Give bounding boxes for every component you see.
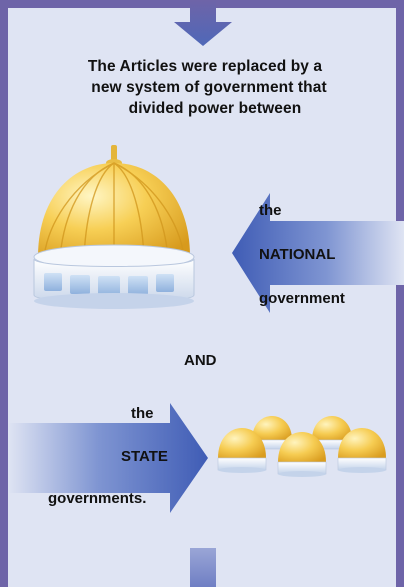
top-down-arrow [174, 0, 232, 46]
top-arrow-shape [174, 0, 232, 46]
state-arrow [8, 403, 208, 513]
state-name-label: STATE [121, 448, 168, 465]
state-governments-label: governments. [48, 490, 147, 507]
national-government-label: government [259, 290, 345, 307]
and-connector: AND [184, 352, 217, 369]
small-dome-front-right [337, 428, 387, 473]
intro-line-2: new system of government that [91, 79, 327, 96]
national-the-label: the [259, 202, 282, 219]
intro-line-1: The Articles were replaced by a [87, 58, 323, 75]
intro-text: The Articles were replaced by a new syst… [40, 56, 370, 119]
small-dome-front-center [277, 432, 327, 477]
national-dome-icon [33, 145, 195, 309]
state-domes-icon [217, 416, 387, 477]
national-arrow [232, 193, 404, 313]
bottom-down-arrow [190, 548, 216, 587]
state-the-label: the [131, 405, 154, 422]
small-dome-front-left [217, 428, 267, 473]
national-name-label: NATIONAL [259, 246, 336, 263]
intro-line-3: divided power between [128, 100, 302, 117]
